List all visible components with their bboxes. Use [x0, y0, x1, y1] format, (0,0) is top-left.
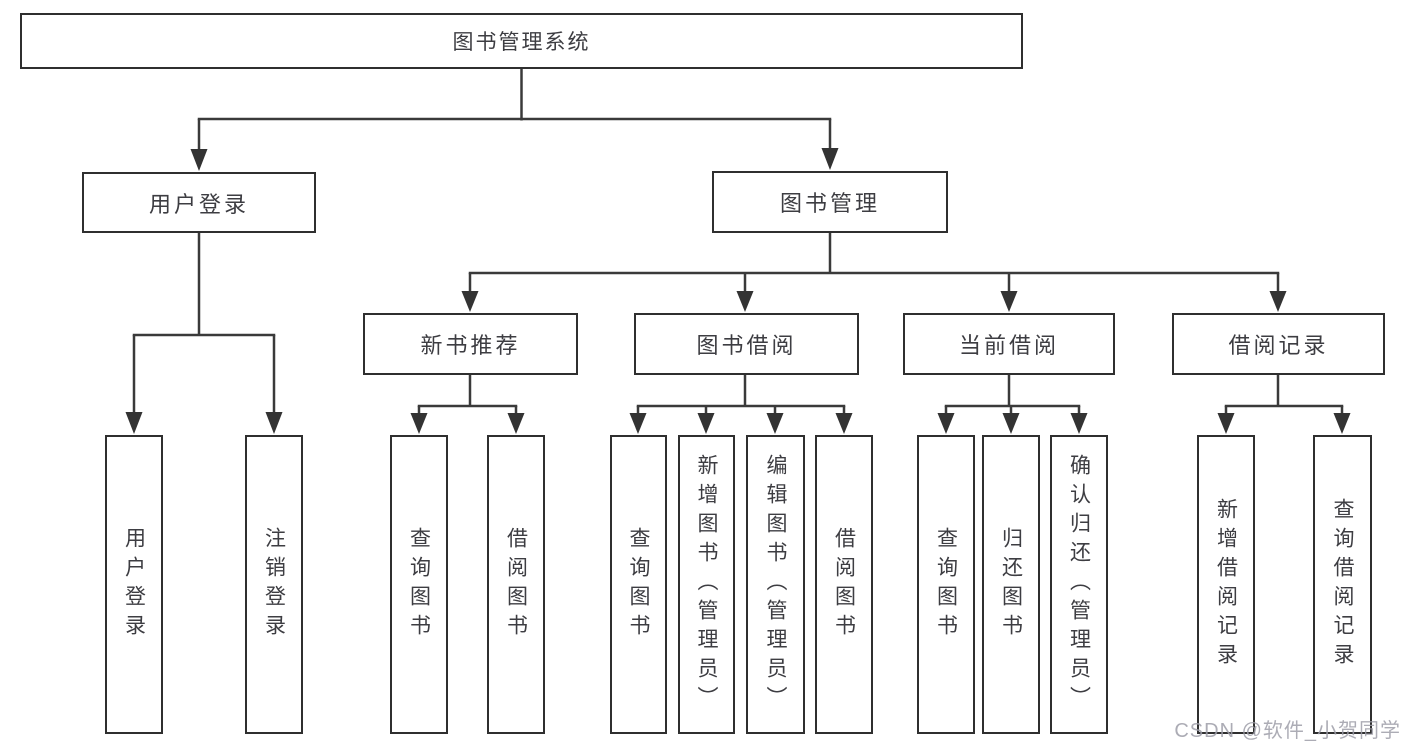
node-user-login-branch: 用户登录	[82, 172, 316, 233]
node-label: 归还图书	[999, 526, 1023, 643]
node-label: 查询图书	[934, 526, 958, 643]
leaf-borrow-books-recommend: 借阅图书	[487, 435, 545, 734]
node-label: 新书推荐	[420, 333, 521, 358]
node-label: 借阅图书	[832, 526, 856, 643]
leaf-return-books: 归还图书	[982, 435, 1040, 734]
node-library-management-system: 图书管理系统	[20, 13, 1023, 69]
leaf-logout: 注销登录	[245, 435, 303, 734]
leaf-query-books-current: 查询图书	[917, 435, 975, 734]
node-label: 查询图书	[627, 526, 650, 643]
leaf-confirm-return-admin: 确认归还（管理员）	[1050, 435, 1108, 734]
node-label: 当前借阅	[958, 333, 1059, 358]
node-book-borrow: 图书借阅	[634, 313, 859, 375]
node-new-book-recommend: 新书推荐	[363, 313, 578, 375]
node-label: 借阅记录	[1228, 333, 1329, 358]
leaf-query-borrow-record: 查询借阅记录	[1313, 435, 1372, 734]
leaf-borrow-books: 借阅图书	[815, 435, 873, 734]
leaf-user-login: 用户登录	[105, 435, 163, 734]
node-label: 注销登录	[262, 526, 286, 643]
node-label: 新增借阅记录	[1214, 497, 1238, 672]
node-label: 确认归还（管理员）	[1067, 454, 1091, 715]
leaf-query-books-borrow: 查询图书	[610, 435, 667, 734]
node-label: 借阅图书	[504, 526, 528, 643]
leaf-add-borrow-record: 新增借阅记录	[1197, 435, 1255, 734]
leaf-add-book-admin: 新增图书（管理员）	[678, 435, 735, 734]
node-book-management-branch: 图书管理	[712, 171, 948, 233]
node-label: 查询图书	[407, 526, 431, 643]
node-label: 编辑图书（管理员）	[764, 454, 787, 715]
node-label: 新增图书（管理员）	[695, 454, 718, 715]
node-label: 查询借阅记录	[1331, 497, 1354, 672]
node-label: 用户登录	[148, 191, 249, 217]
node-label: 图书管理	[779, 191, 880, 216]
leaf-query-books-recommend: 查询图书	[390, 435, 448, 734]
leaf-edit-book-admin: 编辑图书（管理员）	[746, 435, 805, 734]
node-borrow-records: 借阅记录	[1172, 313, 1385, 375]
node-current-borrow: 当前借阅	[903, 313, 1115, 375]
csdn-watermark: CSDN @软件_小贺同学	[1174, 720, 1401, 742]
node-label: 图书借阅	[696, 333, 797, 358]
node-label: 图书管理系统	[452, 31, 591, 54]
node-label: 用户登录	[122, 526, 146, 643]
